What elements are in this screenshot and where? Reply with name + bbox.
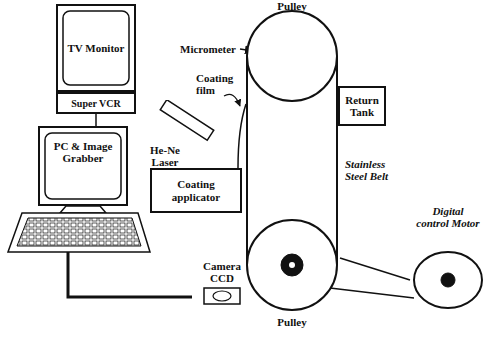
node-label: Return Tank	[342, 94, 382, 118]
tv-monitor: TV Monitor	[56, 4, 136, 92]
laser-tube: He-Ne Laser	[145, 100, 217, 168]
illustration-part	[17, 218, 141, 246]
pulley-wheel-outline	[244, 218, 340, 328]
motor-hub	[441, 273, 455, 287]
coating-film	[224, 94, 246, 168]
illustration-part	[330, 288, 414, 298]
return-tank: Return Tank	[338, 86, 386, 126]
node-label: PC & Image Grabber	[50, 140, 116, 164]
node-label: Pulley	[262, 316, 322, 328]
laser-body	[160, 100, 214, 140]
illustration-part	[224, 94, 240, 106]
node-label: Camera CCD	[199, 260, 245, 284]
node-label: He-Ne Laser	[145, 144, 185, 168]
drive-belt	[340, 258, 410, 280]
node-label: Digital control Motor	[415, 205, 481, 229]
motor-wheel	[414, 252, 482, 308]
illustration-part	[60, 206, 106, 213]
signal-cable	[95, 114, 97, 126]
illustration-part	[246, 56, 248, 265]
camera-body	[204, 288, 240, 304]
screen	[45, 133, 121, 199]
part-label: Micrometer	[180, 43, 240, 55]
vcr-box: Super VCR	[56, 92, 136, 114]
pulley-rim	[247, 220, 337, 310]
camera-lens	[213, 291, 231, 301]
drive-belt	[330, 288, 414, 298]
pc-monitor: PC & Image Grabber	[38, 126, 128, 206]
node-label: Coating applicator	[161, 178, 231, 202]
pulley-axle	[289, 262, 295, 268]
node-label: TV Monitor	[66, 42, 126, 54]
node-label: Super VCR	[61, 98, 131, 109]
ccd-camera: Camera CCD	[192, 260, 252, 306]
pulley-rim	[247, 11, 337, 101]
part-label: Coating film	[196, 72, 230, 96]
node-label: Pulley	[262, 0, 322, 12]
pulley-wheel: Pulley	[244, 218, 340, 328]
part-label: Stainless Steel Belt	[345, 158, 399, 182]
drive-motor: Digital control Motor	[410, 205, 486, 310]
illustration-part	[238, 104, 246, 168]
coating-applicator: Coating applicator	[150, 168, 242, 213]
pulley-wheel: Pulley	[244, 0, 340, 102]
illustration-part	[8, 213, 150, 252]
pulley-wheel-outline	[244, 0, 340, 102]
pc-stand-keyboard	[8, 206, 150, 252]
pulley-hub	[281, 254, 303, 276]
screen	[63, 11, 129, 85]
